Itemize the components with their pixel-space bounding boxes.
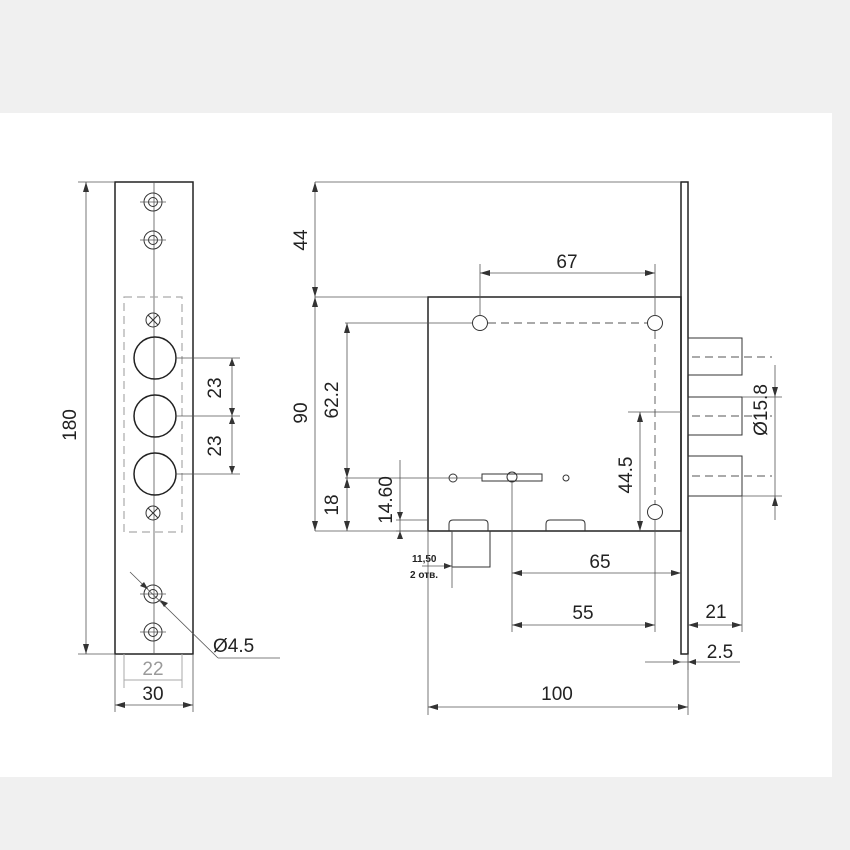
dim-hole-spacing — [176, 357, 240, 475]
label-body-height: 90 — [291, 402, 312, 423]
label-hole-spacing-bottom: 23 — [205, 435, 226, 456]
mount-hole-2 — [647, 315, 663, 331]
bolt-3 — [687, 455, 743, 497]
label-keyhole-height: 14.60 — [376, 476, 397, 524]
dim-bolt-throw — [688, 496, 743, 632]
dim-body-depth — [427, 531, 689, 715]
screw-hole-top-1 — [140, 192, 166, 212]
label-bolt-diameter: Ø15.8 — [751, 384, 772, 436]
bottom-tab-left — [448, 519, 489, 531]
bolt-2 — [687, 396, 743, 436]
dim-keyhole-height — [396, 460, 428, 539]
label-faceplate-height: 180 — [60, 409, 81, 441]
bolt-1 — [687, 337, 743, 376]
label-faceplate-width: 30 — [142, 684, 163, 705]
dim-backset-65 — [511, 482, 681, 632]
label-small-hole-size: 11,50 — [412, 554, 437, 565]
cross-screw-bottom — [145, 505, 161, 521]
label-bottom-offset: 18 — [322, 494, 343, 515]
label-hole-span-top: 67 — [556, 252, 577, 273]
label-hole-span-right: 44.5 — [616, 457, 637, 494]
dim-screw-diameter — [129, 571, 280, 659]
bolt-hole-1 — [133, 336, 177, 380]
dim-hole-span-inner — [123, 654, 183, 688]
label-mount-height: 62.2 — [322, 382, 343, 419]
dim-mount-height — [344, 322, 482, 531]
label-top-offset: 44 — [291, 229, 312, 251]
label-backset-55: 55 — [572, 603, 593, 624]
lock-body-view: 44 90 62.2 18 14.60 — [291, 181, 782, 715]
cross-screw-top — [145, 312, 161, 328]
cylinder-zone-outline — [123, 296, 183, 533]
faceplate-edge — [680, 181, 689, 655]
mount-hole-3 — [647, 504, 663, 520]
dim-backset-55 — [512, 519, 656, 632]
keyhole-slot — [481, 473, 543, 482]
drawing-card — [0, 113, 832, 777]
mount-hole-1 — [472, 315, 488, 331]
bolt-hole-3 — [133, 452, 177, 496]
label-plate-thickness: 2.5 — [707, 642, 733, 663]
label-hole-span-inner: 22 — [142, 659, 163, 680]
screw-hole-bottom-2 — [140, 622, 166, 642]
screw-hole-bottom-1 — [140, 584, 166, 604]
screw-hole-top-2 — [140, 230, 166, 250]
label-hole-spacing-top: 23 — [205, 377, 226, 398]
dim-faceplate-height — [78, 181, 115, 655]
label-screw-diameter: Ø4.5 — [213, 636, 254, 657]
dim-bolt-diameter — [742, 365, 782, 520]
dim-hole-span-right — [628, 411, 681, 531]
dim-hole-span-top — [479, 264, 656, 316]
bolt-hole-2 — [133, 394, 177, 438]
dim-small-hole — [422, 531, 453, 588]
label-bolt-throw: 21 — [705, 602, 726, 623]
small-hole-projection — [451, 530, 491, 568]
label-small-hole-note: 2 отв. — [410, 570, 438, 581]
label-backset-65: 65 — [589, 552, 610, 573]
small-hole-right — [562, 474, 570, 482]
label-body-depth: 100 — [541, 684, 573, 705]
dim-faceplate-width — [114, 654, 194, 712]
faceplate-view: 180 23 23 Ø4.5 22 — [60, 181, 280, 712]
lock-case — [427, 296, 682, 532]
dim-top-offset — [312, 181, 681, 298]
bottom-tab-right — [545, 519, 586, 531]
